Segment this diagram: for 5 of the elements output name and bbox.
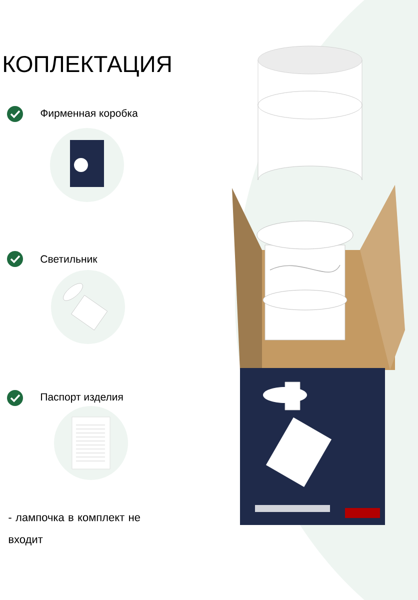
note-text: - лампочка в комплект не входит (8, 515, 140, 546)
item-label: Фирменная коробка (40, 109, 138, 119)
item-label: Паспорт изделия (41, 393, 123, 403)
item-label: Светильник (40, 255, 98, 263)
page-title: КОПЛЕКТАЦИЯ (4, 56, 171, 77)
